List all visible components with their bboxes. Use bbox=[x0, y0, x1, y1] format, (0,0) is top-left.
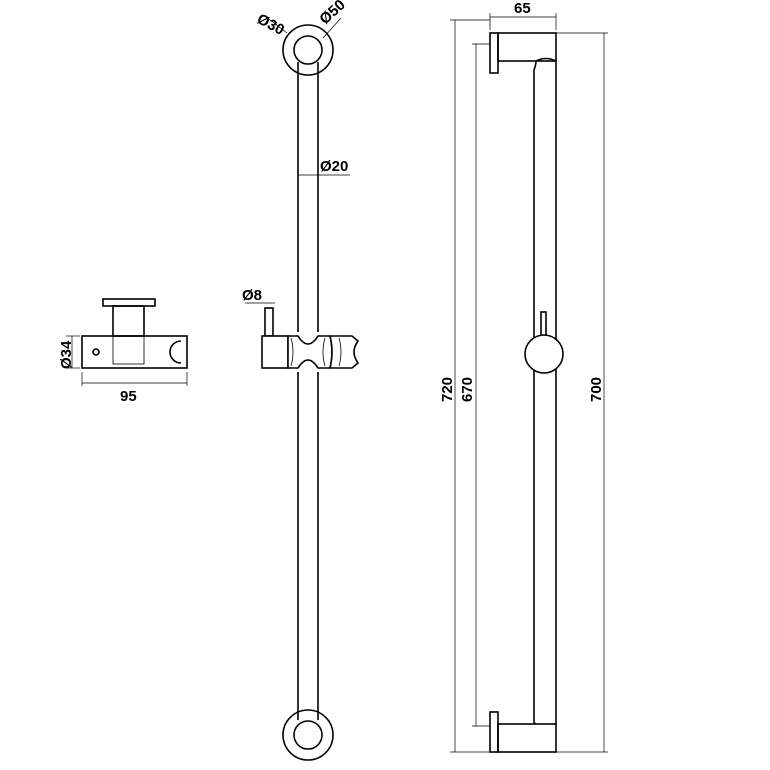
label-h670: 670 bbox=[459, 377, 476, 402]
label-h700: 700 bbox=[588, 377, 605, 402]
label-d34: Ø34 bbox=[58, 340, 75, 369]
label-d30: Ø30 bbox=[254, 11, 287, 39]
label-d50: Ø50 bbox=[316, 0, 348, 28]
label-d20: Ø20 bbox=[320, 158, 348, 175]
label-w65: 65 bbox=[514, 0, 531, 17]
label-d8: Ø8 bbox=[242, 287, 262, 304]
label-w95: 95 bbox=[120, 388, 137, 405]
bracket-side-view: Ø34 95 bbox=[58, 298, 188, 405]
rail-side-view: 65 720 670 700 bbox=[439, 0, 608, 753]
rail-front-view: Ø30 Ø50 Ø20 Ø8 bbox=[242, 0, 360, 761]
label-h720: 720 bbox=[439, 377, 456, 402]
